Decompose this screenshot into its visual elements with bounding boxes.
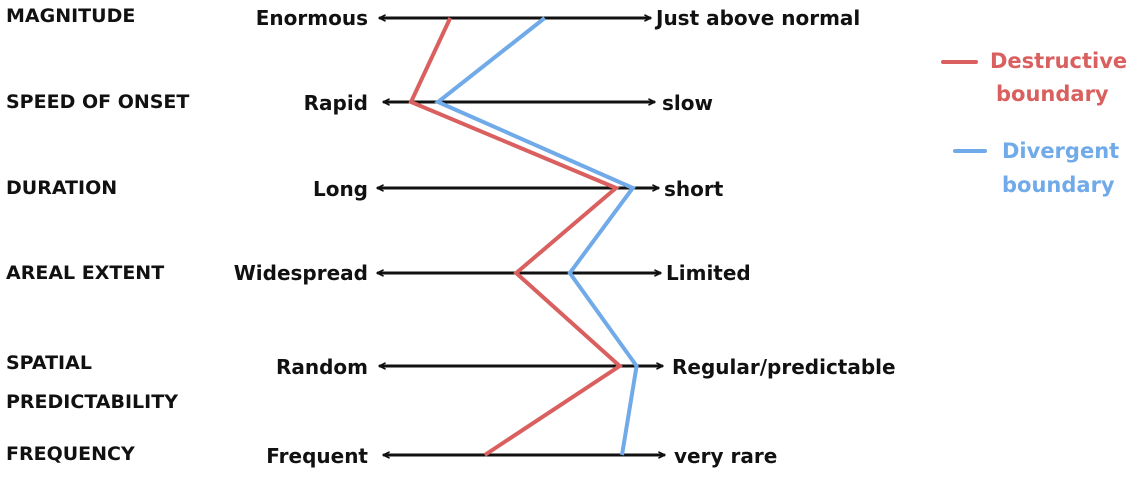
right-label-very-rare: very rare bbox=[674, 444, 777, 468]
left-label-long: Long bbox=[313, 177, 368, 201]
left-label-random: Random bbox=[276, 355, 368, 379]
legend-label-divergent-boundary: boundary bbox=[1002, 173, 1115, 197]
scale-arrows bbox=[376, 14, 666, 459]
right-label-limited: Limited bbox=[666, 261, 751, 285]
category-label-frequency: FREQUENCY bbox=[6, 443, 135, 465]
legend-label-destructive-boundary: boundary bbox=[996, 82, 1109, 106]
legend-label-destructive: Destructive bbox=[990, 49, 1127, 73]
category-label-magnitude: MAGNITUDE bbox=[6, 5, 135, 27]
category-label-areal-extent: AREAL EXTENT bbox=[6, 262, 164, 284]
category-label-duration: DURATION bbox=[6, 177, 117, 199]
category-label-speed-of-onset: SPEED OF ONSET bbox=[6, 91, 189, 113]
category-label-spatial: SPATIAL bbox=[6, 352, 92, 374]
legend-label-divergent: Divergent bbox=[1002, 139, 1119, 163]
right-label-regular-predictable: Regular/predictable bbox=[672, 355, 896, 379]
left-label-frequent: Frequent bbox=[266, 444, 368, 468]
left-label-enormous: Enormous bbox=[256, 6, 368, 30]
left-label-rapid: Rapid bbox=[304, 91, 368, 115]
series-line-divergent bbox=[434, 16, 639, 456]
left-label-widespread: Widespread bbox=[234, 261, 368, 285]
series-line-destructive bbox=[408, 17, 623, 457]
right-label-slow: slow bbox=[662, 91, 713, 115]
boundary-series bbox=[408, 16, 639, 457]
legend: Destructive boundary Divergent boundary bbox=[941, 49, 1127, 197]
right-label-short: short bbox=[664, 177, 724, 201]
category-label-predictability: PREDICTABILITY bbox=[6, 391, 178, 413]
right-label-just-above-normal: Just above normal bbox=[654, 6, 860, 30]
